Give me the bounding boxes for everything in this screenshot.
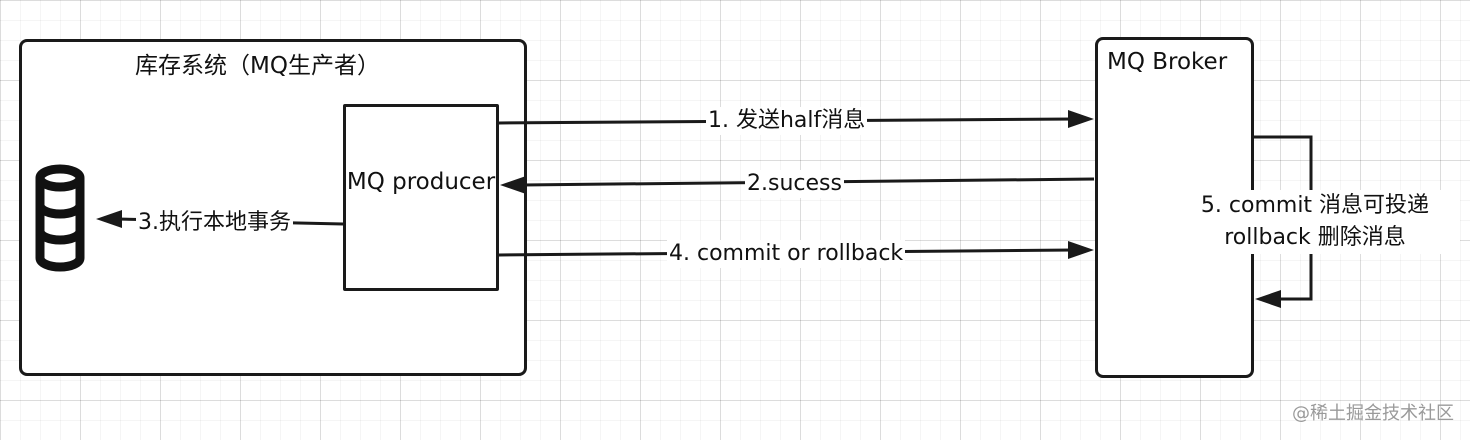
mq-producer-label: MQ producer — [346, 169, 496, 195]
step-success-label: 2.sucess — [745, 170, 844, 198]
database-icon — [35, 164, 85, 272]
mq-broker-title: MQ Broker — [1107, 49, 1228, 75]
broker-note-rollback: rollback 删除消息 — [1224, 225, 1406, 250]
step-local-transaction-label: 3.执行本地事务 — [136, 209, 293, 237]
mq-producer-box — [343, 104, 499, 291]
broker-note-commit: 5. commit 消息可投递 — [1200, 193, 1430, 218]
inventory-system-title: 库存系统（MQ生产者） — [135, 53, 380, 79]
step-commit-or-rollback-label: 4. commit or rollback — [667, 240, 906, 268]
broker-note: 5. commit 消息可投递 rollback 删除消息 — [1170, 190, 1460, 254]
arrowhead-self-loop — [1255, 290, 1281, 308]
watermark: @稀土掘金技术社区 — [1292, 403, 1454, 424]
arrowhead-send-half — [1068, 110, 1094, 128]
arrowhead-local-transaction — [96, 210, 122, 228]
step-send-half-label: 1. 发送half消息 — [706, 107, 868, 135]
arrowhead-commit-or-rollback — [1068, 241, 1094, 259]
arrowhead-success — [500, 176, 526, 194]
